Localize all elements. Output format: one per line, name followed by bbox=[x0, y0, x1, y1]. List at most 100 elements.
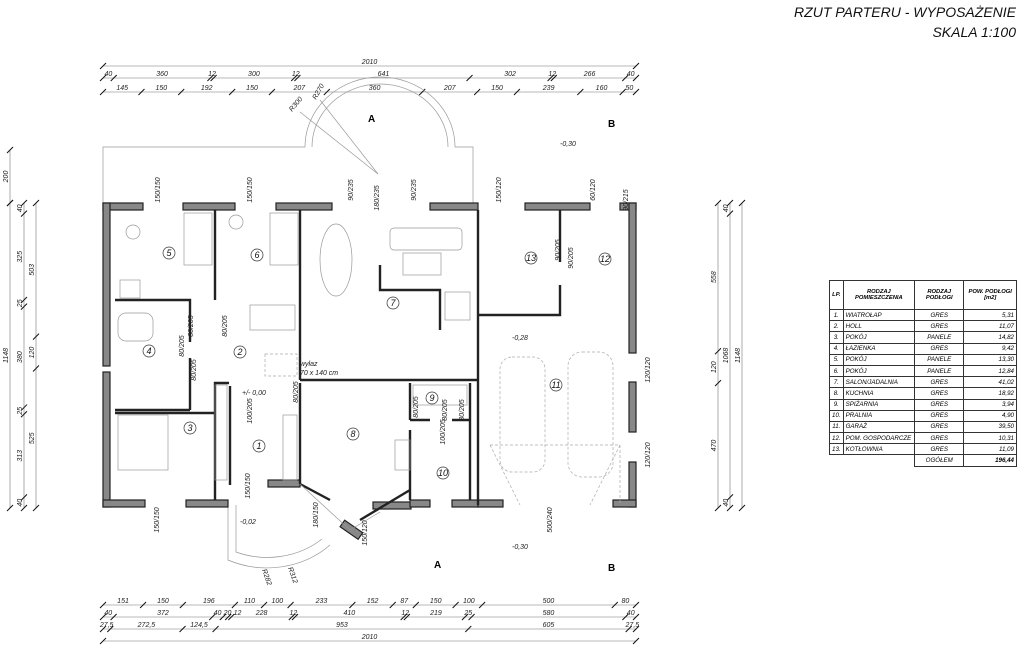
table-cell-lp: 12. bbox=[829, 432, 844, 445]
table-cell-floor: GRES bbox=[914, 342, 965, 355]
dimension-tick bbox=[32, 333, 40, 340]
dimension-tick bbox=[738, 199, 746, 207]
bottom-dim-row1-value: 500 bbox=[543, 598, 555, 605]
terrace-arc bbox=[304, 76, 456, 148]
table-cell-floor: GRES bbox=[914, 308, 965, 322]
dimension-tick bbox=[6, 146, 14, 154]
bottom-dim-row1-value: 110 bbox=[244, 598, 255, 605]
top-dim-row2-value: 150 bbox=[491, 85, 503, 92]
left-dim-row1-value: 380 bbox=[17, 351, 24, 363]
dimension-tick bbox=[632, 74, 640, 82]
dimension-tick bbox=[513, 88, 521, 96]
bottom-dim-row1-value: 80 bbox=[621, 598, 629, 605]
section-marker-a: A bbox=[368, 114, 375, 125]
dimension-tick bbox=[110, 613, 117, 621]
dimension-tick bbox=[632, 613, 640, 621]
bottom-dim-row1-value: 196 bbox=[203, 598, 215, 605]
room-number-circle bbox=[524, 251, 538, 265]
table-cell-area: 14,82 bbox=[963, 331, 1017, 344]
top-dim-row2-value: 360 bbox=[369, 85, 381, 92]
dimension-tick bbox=[349, 601, 356, 609]
dimension-tick bbox=[726, 494, 734, 501]
dimension-tick bbox=[20, 210, 28, 217]
opening-dimension: 80/205 bbox=[188, 315, 195, 337]
top-dim-row1-value: 12 bbox=[208, 71, 216, 78]
room-number: 12 bbox=[600, 254, 610, 264]
dimension-tick bbox=[32, 199, 40, 207]
room-number: 7 bbox=[390, 298, 396, 308]
level-mark: -0,02 bbox=[240, 519, 256, 526]
top-dim-row1-value: 12 bbox=[548, 71, 556, 78]
table-cell-name: POKÓJ bbox=[842, 331, 916, 344]
dimension-tick bbox=[461, 613, 469, 621]
room-number-circle bbox=[183, 421, 197, 435]
dimension-tick bbox=[400, 613, 408, 621]
table-cell-name: ŁAZIENKA bbox=[842, 342, 916, 355]
top-dim-row1-value: 12 bbox=[292, 71, 300, 78]
table-cell-floor: GRES bbox=[914, 320, 965, 333]
dimension-tick bbox=[726, 199, 734, 207]
dimension-tick bbox=[212, 625, 219, 633]
table-cell-area: 9,42 bbox=[963, 342, 1017, 355]
table-cell-area: 41,02 bbox=[963, 376, 1017, 389]
bottom-dim-row2-value: 12 bbox=[234, 610, 242, 617]
dimension-tick bbox=[20, 404, 28, 411]
table-cell-area: 12,84 bbox=[963, 364, 1017, 378]
room-number-circle bbox=[162, 246, 176, 260]
left-dim-row1-value: 25 bbox=[17, 299, 24, 308]
dimension-tick bbox=[473, 88, 481, 96]
room-number-circle bbox=[598, 252, 612, 266]
dimension-tick bbox=[208, 613, 216, 621]
bottom-dim-row1-value: 100 bbox=[271, 598, 283, 605]
top-dim-row1-value: 40 bbox=[104, 71, 112, 78]
right-dim-row1-value: 120 bbox=[711, 361, 718, 373]
dimension-tick bbox=[621, 74, 629, 82]
bottom-dim-row3-value: 272,5 bbox=[137, 622, 156, 629]
opening-dimension: 120/120 bbox=[645, 442, 652, 467]
opening-dimension: 80/205 bbox=[293, 381, 300, 403]
top-dim-row2-value: 150 bbox=[155, 85, 167, 92]
table-cell-area: 11,07 bbox=[963, 320, 1017, 333]
dimension-tick bbox=[20, 296, 28, 304]
dimension-tick bbox=[625, 625, 633, 633]
dimension-tick bbox=[20, 303, 28, 310]
opening-dimension: 180/235 bbox=[374, 185, 381, 210]
radius-line bbox=[319, 99, 379, 175]
opening-dimension: 150/120 bbox=[496, 177, 503, 202]
radius-line bbox=[299, 111, 379, 175]
bottom-dim-row2-value: 40 bbox=[627, 610, 635, 617]
opening-dimension: 90/235 bbox=[411, 179, 418, 201]
dimension-tick bbox=[468, 613, 475, 621]
room-number: 3 bbox=[187, 423, 192, 433]
dimension-tick bbox=[99, 88, 107, 96]
table-header: POW. PODŁOGI [m2] bbox=[963, 280, 1017, 310]
right-dim-row1-value: 558 bbox=[711, 271, 718, 283]
table-cell-name: GARAŻ bbox=[842, 420, 916, 434]
dimension-tick bbox=[576, 88, 584, 96]
dimension-tick bbox=[714, 347, 722, 355]
room-number-circle bbox=[233, 345, 247, 359]
table-cell-name: POKÓJ bbox=[842, 353, 916, 366]
opening-dimension: 150/150 bbox=[245, 473, 252, 498]
table-cell-floor: GRES bbox=[914, 387, 965, 400]
dimension-tick bbox=[32, 365, 40, 372]
top-dim-row2-value: 160 bbox=[596, 85, 608, 92]
dimension-tick bbox=[224, 613, 232, 621]
table-cell-name: SALON/JADALNIA bbox=[842, 376, 916, 389]
bottom-dim-row1-value: 87 bbox=[400, 598, 409, 605]
table-cell-floor: PANELE bbox=[914, 364, 965, 378]
left-dim-row1-value: 325 bbox=[17, 251, 24, 263]
table-cell-lp: 4. bbox=[829, 342, 844, 355]
left-dim-row1-value: 40 bbox=[17, 499, 24, 507]
section-marker-b: B bbox=[608, 119, 615, 130]
table-cell-name: POKÓJ bbox=[842, 364, 916, 378]
room-number: 9 bbox=[429, 393, 434, 403]
top-dim-row2-value: 50 bbox=[625, 85, 633, 92]
opening-dimension: 120/120 bbox=[645, 357, 652, 382]
